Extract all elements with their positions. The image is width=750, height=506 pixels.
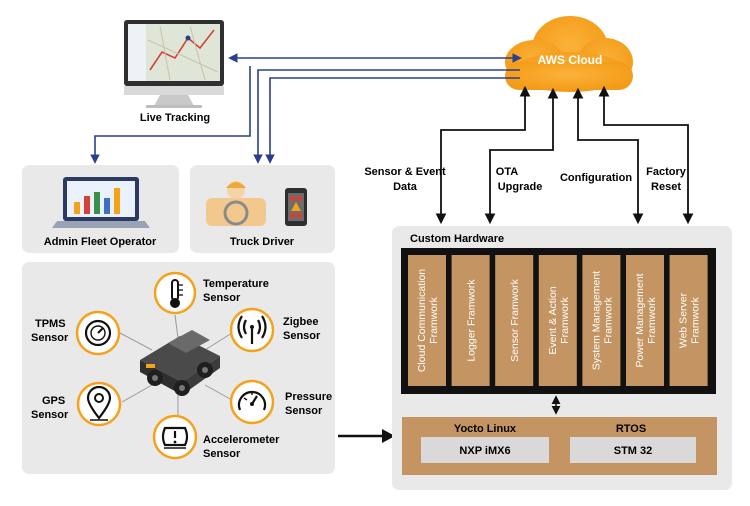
framework-label: Framwork: [646, 296, 658, 343]
blue-connectors: [90, 53, 522, 162]
configuration-label: Configuration: [560, 172, 632, 184]
stm-chip: [570, 437, 696, 463]
sensors-to-hardware-arrow: [338, 429, 395, 443]
yocto-label: Yocto Linux: [454, 423, 517, 435]
tpms-label-1: TPMS: [35, 318, 66, 330]
stm-label: STM 32: [614, 445, 653, 457]
truck-icon: [140, 330, 220, 396]
cloud-hardware-connectors: [435, 85, 694, 225]
cloud-shape-icon: [505, 16, 633, 92]
rtos-label: RTOS: [616, 423, 646, 435]
framework-block: [495, 255, 534, 386]
accelerometer-sensor: [152, 414, 198, 460]
sensor-event-label-1: Sensor & Event: [364, 166, 446, 178]
cloud-label: AWS Cloud: [538, 53, 603, 67]
zigbee-sensor: [229, 307, 275, 353]
zigbee-label-1: Zigbee: [283, 316, 318, 328]
framework-block: [669, 255, 708, 386]
laptop-chart-icon: [52, 177, 150, 228]
factory-label-1: Factory: [646, 166, 687, 178]
framework-label: Event & Action: [547, 286, 559, 354]
tpms-label-2: Sensor: [31, 332, 69, 344]
framework-label: Logger Framwork: [466, 279, 478, 362]
tire-gauge-icon: [84, 319, 112, 347]
pressure-label-2: Sensor: [285, 405, 323, 417]
ota-label-2: Upgrade: [498, 181, 543, 193]
live-tracking-label: Live Tracking: [140, 112, 210, 124]
temperature-label-2: Sensor: [203, 292, 241, 304]
aws-cloud: AWS Cloud: [505, 16, 633, 92]
framework-label: Cloud Communication: [416, 269, 428, 372]
zigbee-label-2: Sensor: [283, 330, 321, 342]
custom-hardware-title: Custom Hardware: [410, 233, 504, 245]
ota-label-1: OTA: [496, 166, 518, 178]
live-tracking-monitor: [124, 20, 224, 108]
accelerometer-label-2: Sensor: [203, 448, 241, 460]
thermometer-icon: [170, 279, 183, 308]
pressure-sensor: [229, 379, 275, 425]
sensor-event-label-2: Data: [393, 181, 418, 193]
factory-label-2: Reset: [651, 181, 681, 193]
framework-block: [408, 255, 446, 386]
wireless-signal-icon: [237, 315, 267, 344]
temperature-sensor: [153, 271, 197, 315]
framework-label: Framwork: [690, 296, 702, 343]
phone-alert-icon: [285, 188, 307, 226]
framework-label: Power Management: [634, 273, 646, 367]
accelerometer-label-1: Accelerometer: [203, 434, 280, 446]
sensor-spokes: [119, 314, 233, 417]
nxp-label: NXP iMX6: [459, 445, 510, 457]
framework-label: Framwork: [428, 296, 440, 343]
framework-label: Web Server: [678, 292, 690, 348]
framework-block: [451, 255, 490, 386]
nxp-chip: [421, 437, 549, 463]
framework-block: [626, 255, 664, 386]
pressure-label-1: Pressure: [285, 391, 332, 403]
tpms-sensor: [75, 310, 121, 356]
location-pin-icon: [86, 385, 112, 421]
gps-label-2: Sensor: [31, 409, 69, 421]
temperature-label-1: Temperature: [203, 278, 269, 290]
tire-warning-icon: [161, 426, 189, 449]
framework-block: [538, 255, 577, 386]
gps-label-1: GPS: [42, 395, 65, 407]
admin-label: Admin Fleet Operator: [44, 236, 157, 248]
framework-label: Framwork: [602, 296, 614, 343]
framework-label: System Management: [590, 271, 602, 370]
framework-label: Framwork: [559, 296, 571, 343]
driver-label: Truck Driver: [230, 236, 295, 248]
pressure-gauge-icon: [237, 390, 267, 411]
gps-sensor: [76, 381, 122, 427]
framework-label: Sensor Framwork: [509, 278, 521, 362]
driver-icon: [206, 181, 266, 226]
framework-block: [582, 255, 621, 386]
